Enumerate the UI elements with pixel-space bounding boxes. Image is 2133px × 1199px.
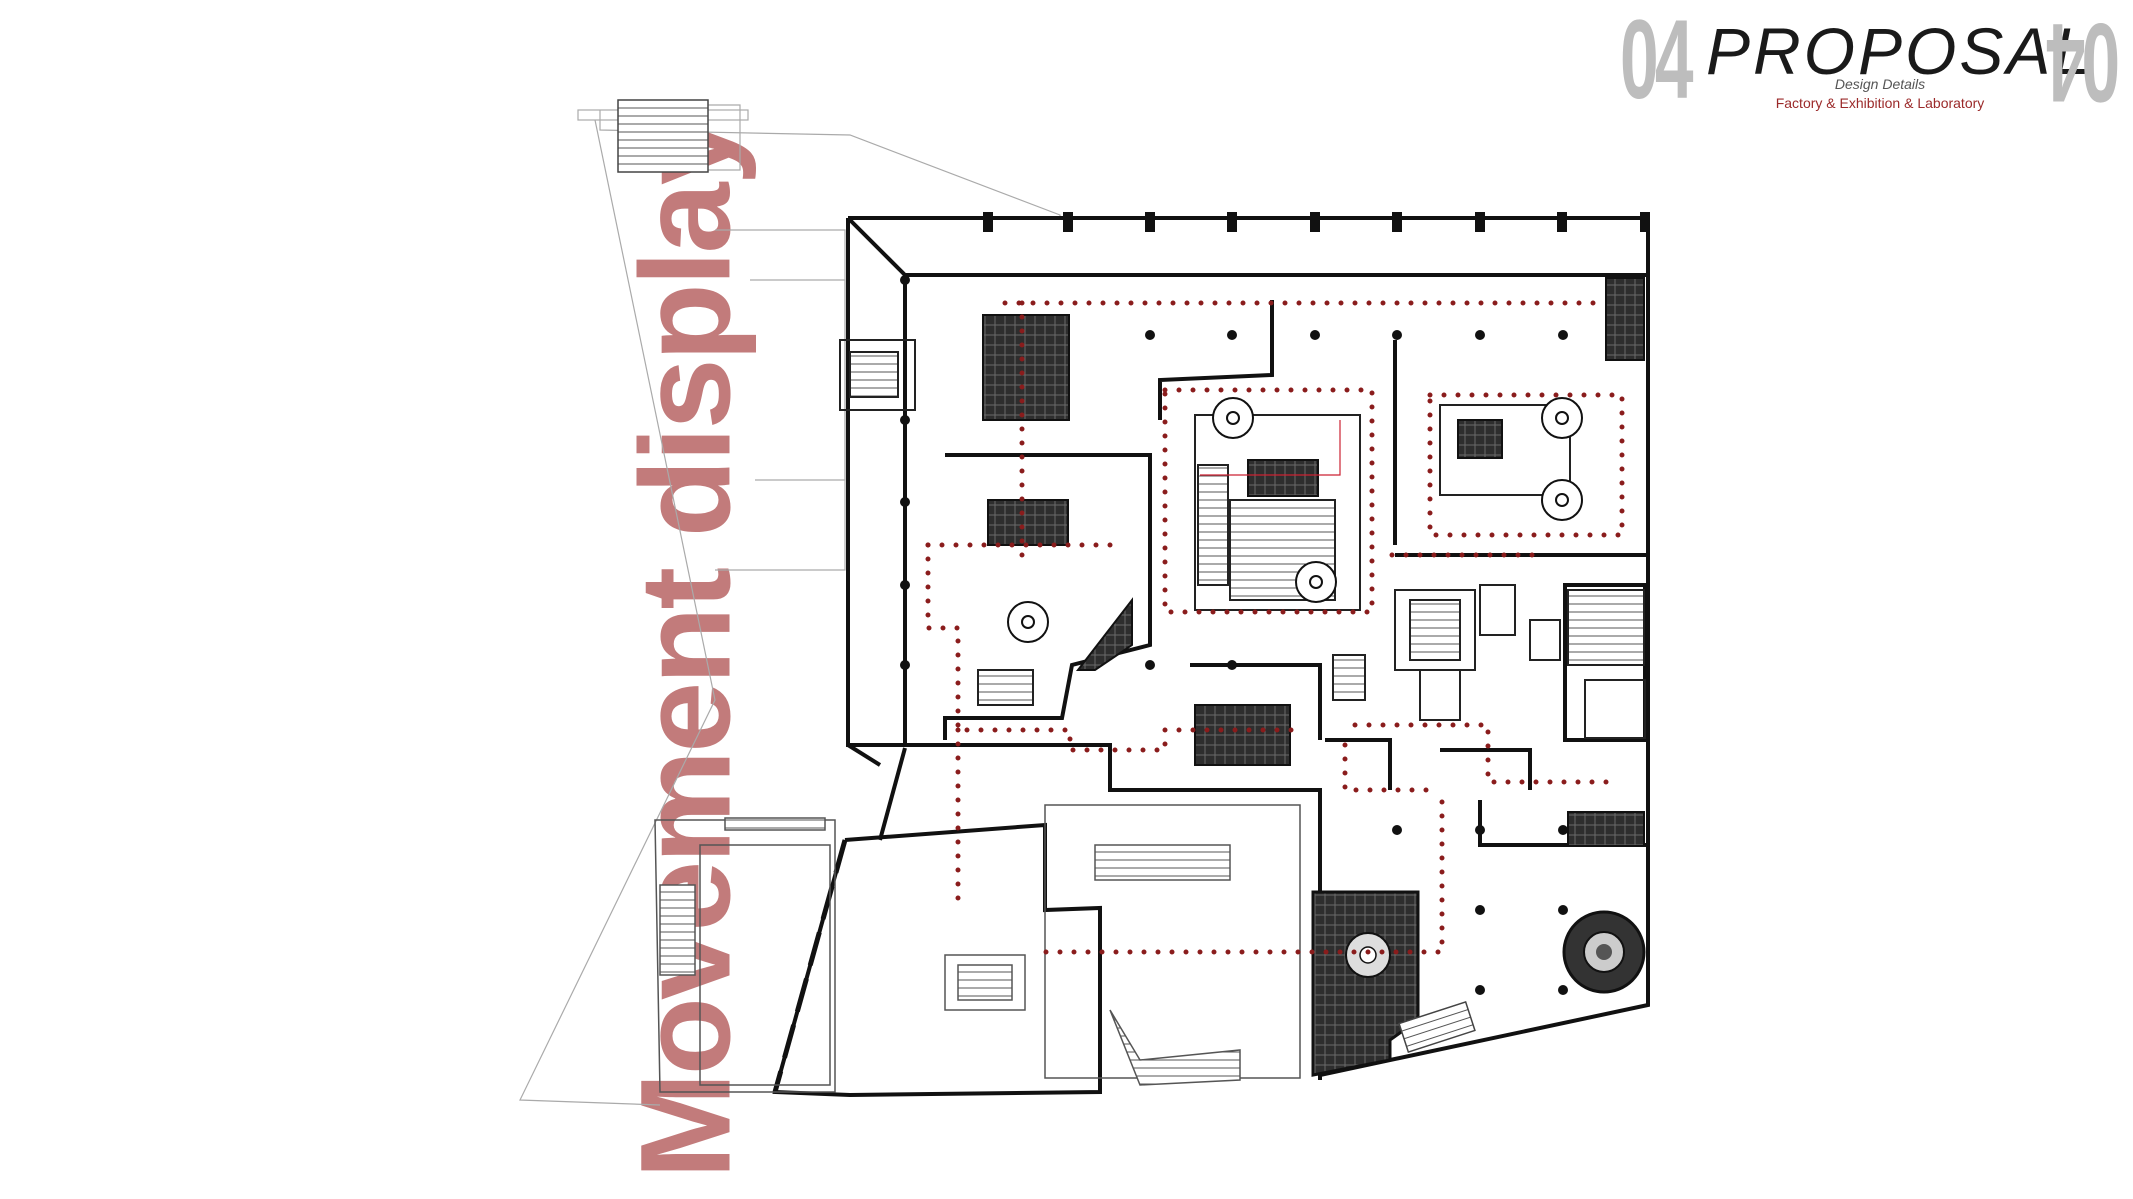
section-number-left: 04 xyxy=(1620,0,1694,122)
lower-wing-dashed xyxy=(772,839,848,1093)
header: 04 PROPOSAL Design Details Factory & Exh… xyxy=(0,0,2133,140)
lab-blocks xyxy=(839,339,1646,739)
movement-route xyxy=(925,300,1625,955)
building-walls xyxy=(846,216,1650,1080)
lower-wing xyxy=(772,747,1102,1098)
page-title: PROPOSAL xyxy=(1706,14,2094,88)
entry-stair xyxy=(617,99,709,173)
hatched-blocks xyxy=(982,277,1645,847)
spiral-stairs xyxy=(1007,397,1583,643)
page-subtitle-accent: Factory & Exhibition & Laboratory xyxy=(1775,95,1985,111)
lab-route-line xyxy=(1200,420,1341,476)
page-subtitle: Design Details xyxy=(1834,76,1926,92)
dark-room xyxy=(1311,890,1646,1077)
